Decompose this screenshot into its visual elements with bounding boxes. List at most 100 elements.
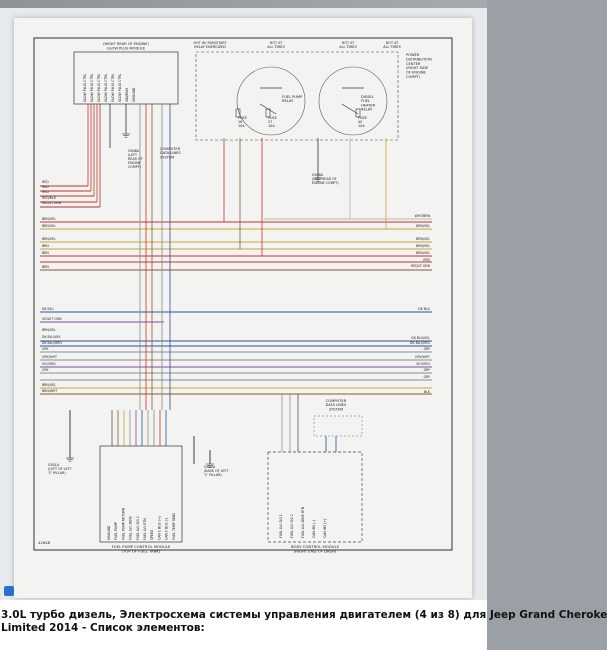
figure-number: 42648 — [38, 540, 51, 545]
caption-line-1: 3.0L турбо дизель, Электросхема системы … — [1, 609, 607, 621]
wire-label-left: BRN — [42, 265, 49, 269]
fuel-pump-connector-pin-label: FUEL PUMP — [114, 522, 118, 540]
fuel-pump-connector-pin-label: FUEL LVL RTN — [143, 518, 147, 540]
wire-label-left: DK BLU — [42, 307, 54, 311]
wire-label-left: BRN/VEL — [42, 383, 56, 387]
viewer-icon — [4, 586, 14, 596]
fuse-symbol — [235, 108, 241, 118]
glow-connector-pin-label: GLOW PLUG CTRL — [83, 73, 87, 102]
wire-label-left: BRN/WHT — [42, 389, 57, 393]
fuel-pump-control-module-label: FUEL PUMP CONTROL MODULE(TOP OF FUEL TAN… — [112, 544, 171, 553]
caption-line-2: Limited 2014 - Список элементов: — [1, 622, 205, 634]
relay-contact — [341, 103, 359, 115]
wire-label-right: GRY — [424, 368, 430, 372]
wire-label-left: BRN/VEL — [42, 217, 56, 221]
wire-label-left: VIOLET GRN — [42, 317, 62, 321]
diagram-frame — [33, 37, 453, 551]
wire-label-left: RED — [42, 180, 49, 184]
wire-label-left: RED — [42, 190, 49, 194]
fuel-pump-connector-pin-label: CAN C BUS (-) — [165, 518, 169, 540]
glow-plug-module-label: (RIGHT REAR OF ENGINE)GLOW PLUG MODULE — [103, 42, 149, 50]
bcm-connector-pin-label: CAN IHS (-) — [312, 520, 316, 538]
wire-label-left: BRN — [42, 244, 49, 248]
fuse-symbol — [265, 108, 271, 118]
glow-connector-pin-label: GLOW PLUG CTRL — [111, 73, 115, 102]
wire-label-left: BRN/VEL — [42, 224, 56, 228]
bcm-connector-pin-label: FUEL LVL SIG 1 — [279, 514, 283, 538]
bcm-connector-pin-label: FUEL LVL SENS RTN — [301, 506, 305, 538]
wire-label-left: DK BLU/VEL — [42, 335, 61, 339]
wire-label-left: GRY/WHT — [42, 355, 57, 359]
glow-connector-pin-label: GROUND — [132, 87, 136, 102]
wire-label-right: BRN/VEL — [416, 237, 430, 241]
fuel-pump-connector-pin-label: GROUND — [107, 525, 111, 540]
wire-label-right: DK BLU/ORG — [410, 341, 430, 345]
fuel-pump-relay-circle — [236, 66, 306, 136]
computer-data-lines-box-3 — [313, 415, 363, 437]
wire-label-left: DK BLU/ORG — [42, 341, 62, 345]
wire-label-left: RED/LT GRN — [42, 201, 62, 205]
bcm-connector-labels: FUEL LVL SIG 1 FUEL LVL SIG 2 FUEL LVL SEN… — [279, 506, 327, 538]
fuel-pump-connector-pin-label: FUEL PUMP RETURN — [121, 507, 125, 540]
glow-connector-pin-label: GLOW PLUG CTRL — [97, 73, 101, 102]
glow-connector-pin-label: GLOW PLUG CTRL — [104, 73, 108, 102]
fuel-pump-connector-pin-label: FUEL LVL SENS — [129, 516, 133, 540]
glow-connector-pin-label: GLOW PLUG CTRL — [90, 73, 94, 102]
wire-label-left: BRN/VEL — [42, 237, 56, 241]
fuel-heater-relay-circle — [318, 66, 388, 136]
wire-label-right: RED/LT GRN — [411, 264, 431, 268]
wire-label-right: BRN/VEL — [416, 244, 430, 248]
bcm-connector-pin-label: FUEL LVL SIG 2 — [290, 514, 294, 538]
fuel-pump-connector-pin-label: FUEL LVL SIG 2 — [136, 516, 140, 540]
body-control-module-box — [267, 451, 363, 543]
ground-label: G501A(LEFT OF LEFT'C' PILLAR) — [48, 463, 72, 475]
glow-connector-pin-label: GLOW PLUG CTRL — [118, 73, 122, 102]
wire-label-left: BRN — [42, 251, 49, 255]
fuel-pump-connector-pin-label: FUEL TEMP SENS — [172, 513, 176, 540]
body-control-module-label: BODY CONTROL MODULE(RIGHT END OF DASH) — [291, 544, 340, 553]
wire-label-right: GRY — [424, 375, 430, 379]
wire-label-left: RED/BLK — [42, 196, 57, 200]
wire-label-right: VIO/ORG — [416, 362, 430, 366]
right-wire-labels: WHT/BRNBRN/VELBRN/VELBRN/VELBRN/VELREDRE… — [410, 214, 431, 394]
glow-connector-pin-label: IGN/RUN — [125, 88, 129, 102]
wire-label-left: BRN/VEL — [42, 328, 56, 332]
wire-label-right: WHT/BRN — [415, 214, 431, 218]
wire-label-right: GRY — [424, 347, 430, 351]
wire-label-right: GRY/WHT — [415, 355, 430, 359]
vertical-wires — [66, 87, 387, 468]
caption: 3.0L турбо дизель, Электросхема системы … — [0, 600, 607, 650]
wire-label-right: DK BLU — [418, 307, 430, 311]
wire-label-right: RED — [423, 258, 430, 262]
wire-label-right: BLK — [424, 390, 431, 394]
wire-label-left: VIO/ORG — [42, 362, 56, 366]
pdc-dashed-box — [195, 51, 399, 141]
bcm-connector-pin-label: CAN IHS (+) — [323, 519, 327, 538]
wire-label-right: BRN/VEL — [416, 251, 430, 255]
wire-label-left: RED — [42, 185, 49, 189]
ground-label: G903A(BASE OF LEFT'C' PILLAR) — [204, 465, 229, 477]
horizontal-wires — [40, 185, 432, 395]
fuel-pump-control-module-box — [99, 445, 183, 543]
fuel-pump-connector-pin-label: CAN C BUS (+) — [157, 516, 161, 540]
